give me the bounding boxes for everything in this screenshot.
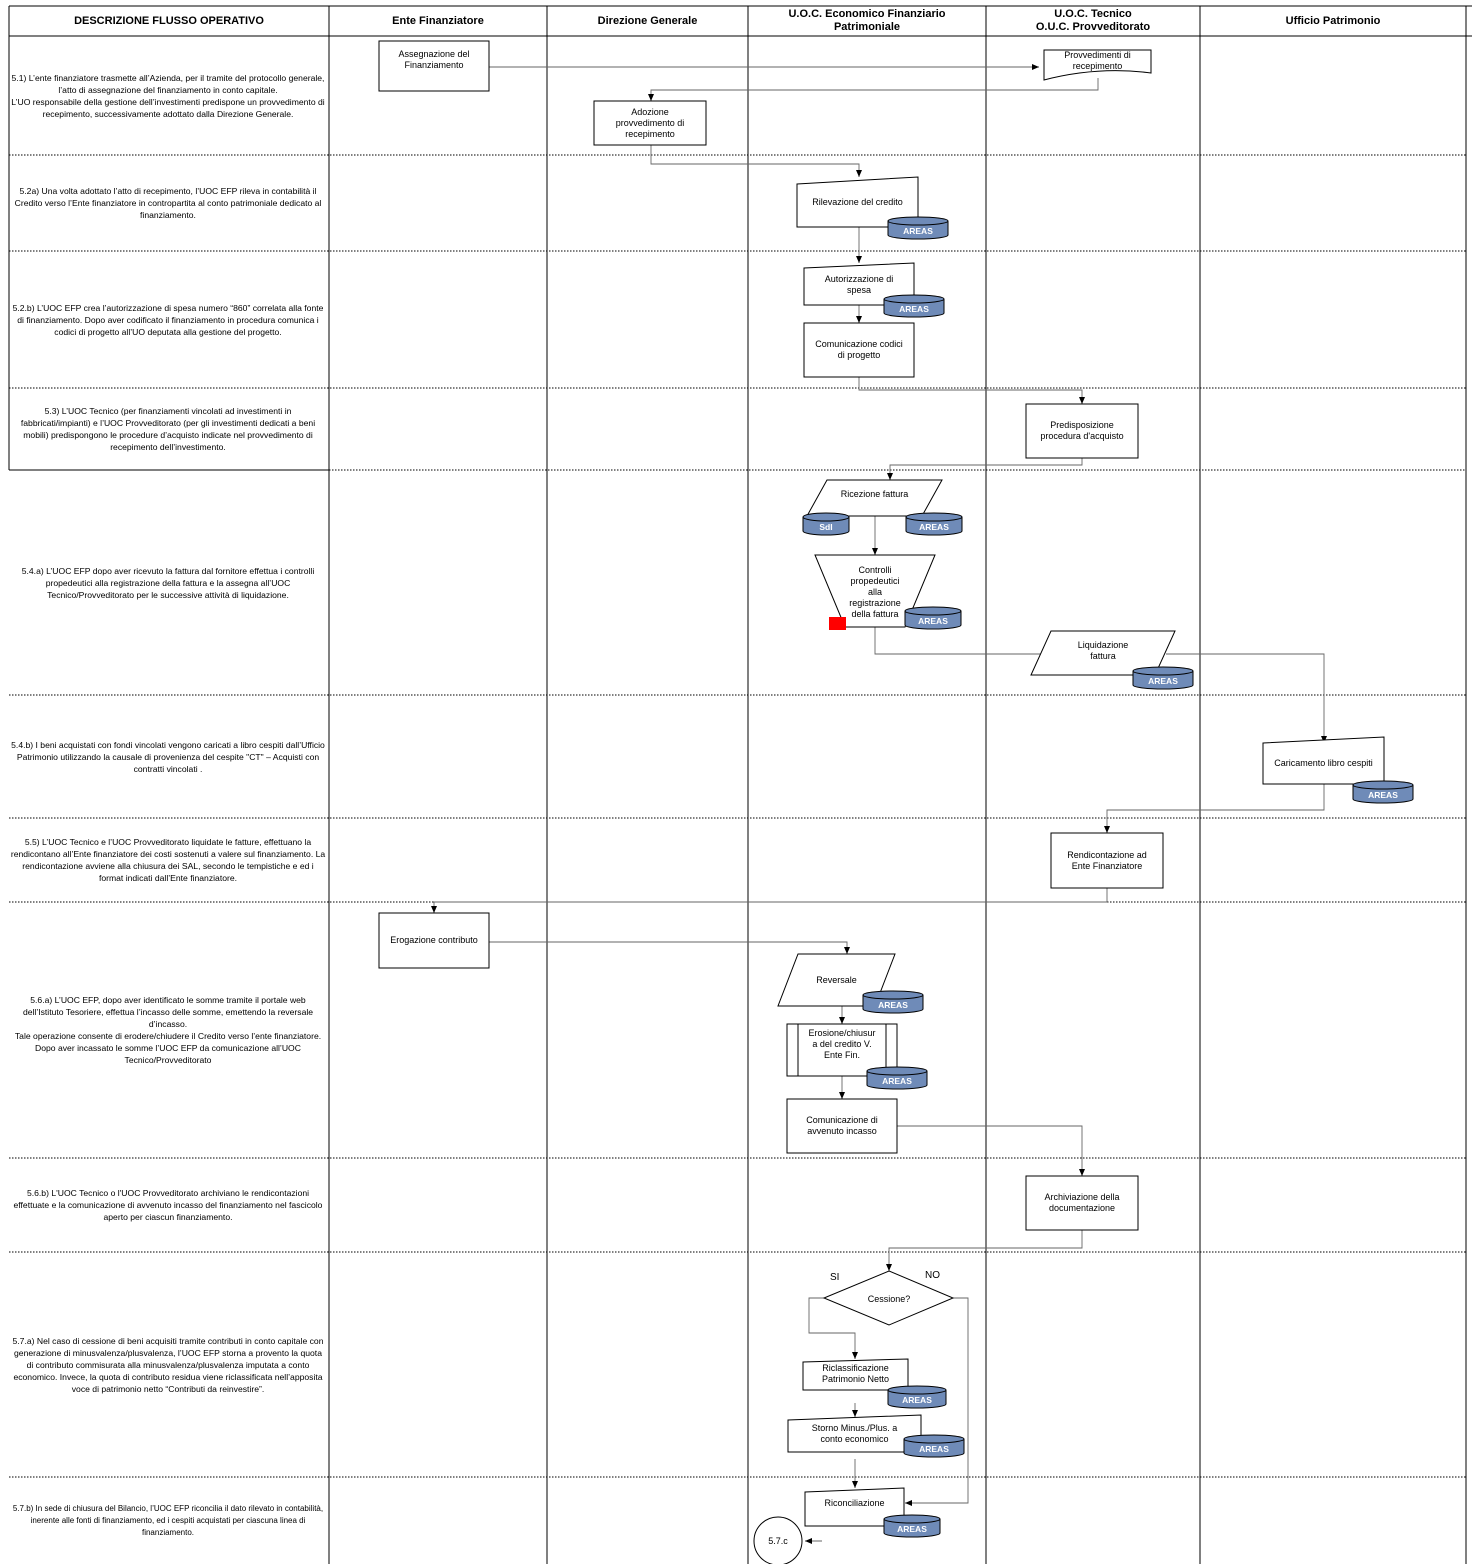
header-description: DESCRIZIONE FLUSSO OPERATIVO [74, 14, 264, 27]
step-5-6a-description: 5.6.a) L’UOC EFP, dopo aver identificato… [14, 995, 322, 1065]
areas-db-riconciliazione [883, 1514, 941, 1538]
node-storno-shape [787, 1414, 922, 1453]
connector-controlli-liquidazione [874, 627, 1051, 657]
header-uoc-tecnico: U.O.C. Tecnico O.U.C. Provveditorato [1035, 8, 1151, 33]
database-cylinders [802, 216, 1414, 1538]
step-5-1-description: 5.1) L’ente finanziatore trasmette all’A… [11, 72, 325, 119]
areas-db-liquidazione [1132, 666, 1194, 690]
node-controlli-shape [814, 554, 936, 628]
header-ufficio-patrimonio: Ufficio Patrimonio [1285, 14, 1381, 27]
step-5-2b-description: 5.2.b) L’UOC EFP crea l’autorizzazione d… [12, 302, 324, 337]
flow-shapes [378, 40, 1385, 1564]
connector-comunicazione-archiviazione [897, 1125, 1085, 1176]
table-grid [8, 5, 1472, 1564]
node-caricamento-shape [1262, 736, 1385, 785]
node-riclassificazione-shape [802, 1358, 909, 1391]
areas-db-autorizzazione [883, 294, 945, 318]
node-5-7-c-shape [753, 1516, 803, 1564]
step-5-7a-description: 5.7.a) Nel caso di cessione di beni acqu… [12, 1335, 324, 1394]
node-cessione-shape [822, 1270, 955, 1326]
header-uoc-efp: U.O.C. Economico Finanziario Patrimonial… [788, 8, 946, 33]
decision-no-label: NO [925, 1270, 940, 1281]
connector-adozione-rilevazione [650, 145, 862, 177]
node-erogazione-shape [378, 912, 490, 969]
sdi-db [802, 512, 850, 536]
step-5-7b-description: 5.7.b) In sede di chiusura del Bilancio,… [12, 1503, 324, 1537]
red-marker [829, 617, 846, 630]
node-provvedimenti-shape [1043, 49, 1152, 81]
decision-yes-label: SI [830, 1272, 840, 1283]
node-adozione-shape [593, 100, 707, 146]
connector-provvedimenti-adozione [648, 78, 1099, 101]
areas-db-rilevazione [887, 216, 949, 240]
step-5-2a-description: 5.2a) Una volta adottato l’atto di recep… [14, 186, 322, 220]
header-ente-finanziatore: Ente Finanziatore [392, 14, 484, 27]
step-5-5-description: 5.5) L’UOC Tecnico e l’UOC Provveditorat… [10, 837, 326, 883]
connector-comunicazione-predisposizione [858, 377, 1085, 404]
header-direzione-generale: Direzione Generale [597, 14, 698, 27]
areas-db-storno [903, 1434, 965, 1458]
areas-db-controlli [904, 606, 962, 630]
connector-caricamento-rendicontazione [1104, 784, 1325, 833]
step-5-3-description: 5.3) L’UOC Tecnico (per finanziamenti vi… [20, 406, 316, 452]
connector-archiviazione-cessione [886, 1230, 1083, 1271]
areas-db-erosione [866, 1066, 928, 1090]
connector-cessione-no [905, 1297, 969, 1506]
step-5-4b-description: 5.4.b) I beni acquistati con fondi vinco… [11, 739, 325, 774]
connector-liquidazione-caricamento [1166, 653, 1327, 743]
flow-connectors [431, 64, 1327, 1544]
connector-predisposizione-ricezione [887, 458, 1083, 480]
node-archiviazione-shape [1025, 1175, 1139, 1231]
node-assegnazione-shape [378, 40, 490, 92]
row-separators [9, 154, 1466, 1478]
areas-db-reversale [862, 990, 924, 1014]
node-predisposizione-shape [1025, 403, 1139, 459]
connector-rendicontazione-erogazione [431, 888, 1108, 913]
areas-db-riclassificazione [887, 1385, 947, 1409]
node-rendicontazione-shape [1050, 832, 1164, 889]
connector-erogazione-reversale [489, 941, 850, 954]
step-5-4a-description: 5.4.a) L’UOC EFP dopo aver ricevuto la f… [21, 565, 315, 600]
areas-db-caricamento [1352, 780, 1414, 804]
areas-db-ricezione [905, 512, 963, 536]
step-5-6b-description: 5.6.b) L'UOC Tecnico o l'UOC Provveditor… [13, 1188, 323, 1222]
node-comunicazione-incasso-shape [786, 1098, 898, 1154]
node-ricezione-shape [806, 479, 943, 517]
connector-cessione-si [808, 1297, 858, 1359]
node-comunicazione-codici-shape [803, 322, 915, 378]
